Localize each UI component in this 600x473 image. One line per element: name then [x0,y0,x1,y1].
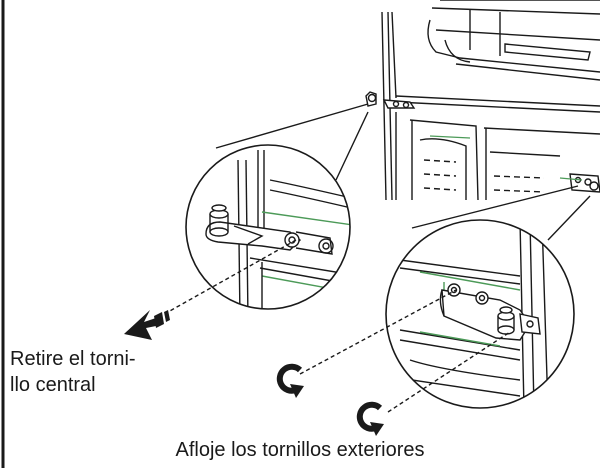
right-detail-circle [385,219,575,409]
rotate-icon-upper [276,363,304,398]
rotate-icon-lower [356,401,384,436]
right-callout-leader [411,185,591,241]
remove-label-line-1: Retire el torni- [10,348,136,370]
remove-center-screw-label: Retire el torni- llo central [10,346,136,398]
dashed-arrow-left-icon [124,310,170,340]
remove-direction-line [167,239,297,313]
left-callout-leader [215,103,369,181]
loosen-line-upper [299,289,457,375]
refrigerator-overview [365,0,600,201]
remove-label-line-2: llo central [10,374,96,396]
loosen-outer-screws-label: Afloje los tornillos exteriores [175,439,425,461]
loosen-line-lower [387,331,511,413]
left-detail-circle [185,144,351,310]
